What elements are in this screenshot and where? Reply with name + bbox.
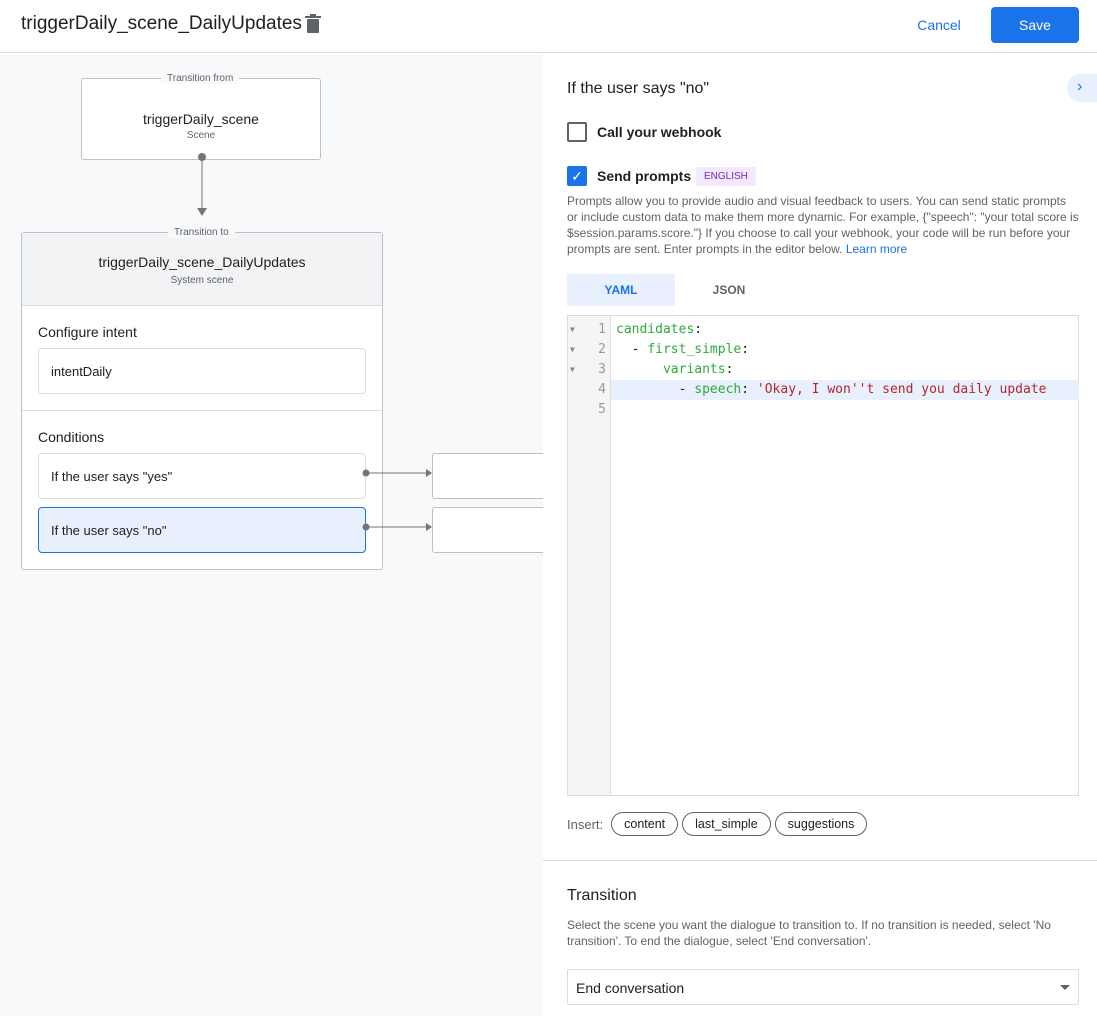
transition-to-label: Transition to	[168, 227, 235, 238]
code-token: :	[694, 322, 703, 337]
transition-selected-value: End conversation	[576, 980, 685, 996]
line-number: 5	[598, 402, 606, 417]
code-line: candidates:	[616, 320, 702, 340]
code-line: variants:	[616, 360, 733, 380]
cancel-button[interactable]: Cancel	[904, 8, 974, 42]
tab-json[interactable]: JSON	[712, 283, 746, 297]
code-editor[interactable]: ▼ 1 candidates: ▼ 2 - first_simple: ▼ 3 varian…	[567, 315, 1079, 796]
code-line: - first_simple:	[616, 340, 749, 360]
chevron-right-icon[interactable]: ›	[1067, 74, 1097, 102]
fold-arrow-icon[interactable]: ▼	[570, 325, 575, 334]
condition-connectors	[362, 469, 432, 531]
save-button[interactable]: Save	[991, 7, 1079, 43]
connector-arrow	[197, 153, 207, 216]
from-scene-node[interactable]: triggerDaily_scene Scene	[81, 78, 321, 160]
current-scene-name: triggerDaily_scene_DailyUpdates	[98, 254, 306, 270]
target-node-yes[interactable]	[432, 453, 543, 499]
insert-label: Insert:	[567, 816, 604, 832]
code-token: 'Okay, I won''t send you daily update	[756, 382, 1047, 397]
current-scene-type: System scene	[170, 275, 234, 286]
condition-yes[interactable]: If the user says "yes"	[38, 453, 366, 499]
code-token: -	[678, 382, 695, 397]
webhook-checkbox[interactable]	[567, 122, 587, 142]
code-token	[616, 362, 663, 377]
intent-item[interactable]: intentDaily	[38, 348, 366, 394]
code-token: first_simple	[647, 342, 742, 357]
configure-intent-heading: Configure intent	[38, 324, 137, 340]
insert-last-simple-chip[interactable]: last_simple	[682, 812, 771, 836]
top-bar: triggerDaily_scene_DailyUpdates Cancel S…	[0, 0, 1097, 53]
trash-icon[interactable]	[305, 14, 321, 34]
prompts-description: Prompts allow you to provide audio and v…	[567, 194, 1079, 256]
learn-more-link[interactable]: Learn more	[845, 242, 908, 256]
code-token: :	[741, 342, 750, 357]
target-node-no[interactable]	[432, 507, 543, 553]
code-token: :	[741, 382, 757, 397]
line-number: 2	[598, 342, 606, 357]
code-token: -	[631, 342, 648, 357]
tab-yaml[interactable]: YAML	[567, 274, 675, 306]
panel-heading: If the user says "no"	[567, 80, 710, 97]
code-token: candidates	[616, 322, 695, 337]
insert-suggestions-chip[interactable]: suggestions	[774, 812, 868, 836]
from-scene-type: Scene	[186, 130, 216, 141]
line-number: 4	[598, 382, 606, 397]
code-line: - speech: 'Okay, I won''t send you daily…	[616, 380, 1047, 400]
transition-from-label: Transition from	[161, 73, 240, 84]
from-scene-name: triggerDaily_scene	[143, 111, 259, 127]
prompts-checkbox[interactable]: ✓	[567, 166, 587, 186]
flow-canvas[interactable]: triggerDaily_scene Scene Transition from…	[0, 54, 543, 1016]
current-scene-node: triggerDaily_scene_DailyUpdates System s…	[21, 232, 383, 570]
code-token: :	[725, 362, 734, 377]
scene-title: triggerDaily_scene_DailyUpdates	[21, 13, 302, 34]
transition-heading: Transition	[567, 887, 637, 904]
code-token	[616, 382, 679, 397]
transition-description: Select the scene you want the dialogue t…	[567, 918, 1051, 948]
insert-content-chip[interactable]: content	[611, 812, 679, 836]
fold-arrow-icon[interactable]: ▼	[570, 365, 575, 374]
language-badge: ENGLISH	[696, 167, 756, 186]
code-token: variants	[662, 362, 726, 377]
code-token	[616, 342, 632, 357]
conditions-heading: Conditions	[38, 429, 105, 445]
code-token: speech	[694, 382, 742, 397]
condition-no[interactable]: If the user says "no"	[38, 507, 366, 553]
dropdown-arrow-icon	[1060, 985, 1070, 990]
transition-select[interactable]: End conversation	[567, 969, 1079, 1005]
webhook-label: Call your webhook	[597, 124, 722, 140]
condition-panel: › If the user says "no" Call your webhoo…	[543, 54, 1097, 1016]
line-number: 3	[598, 362, 606, 377]
line-number: 1	[598, 322, 606, 337]
prompts-label: Send prompts	[597, 168, 692, 184]
fold-arrow-icon[interactable]: ▼	[570, 345, 575, 354]
